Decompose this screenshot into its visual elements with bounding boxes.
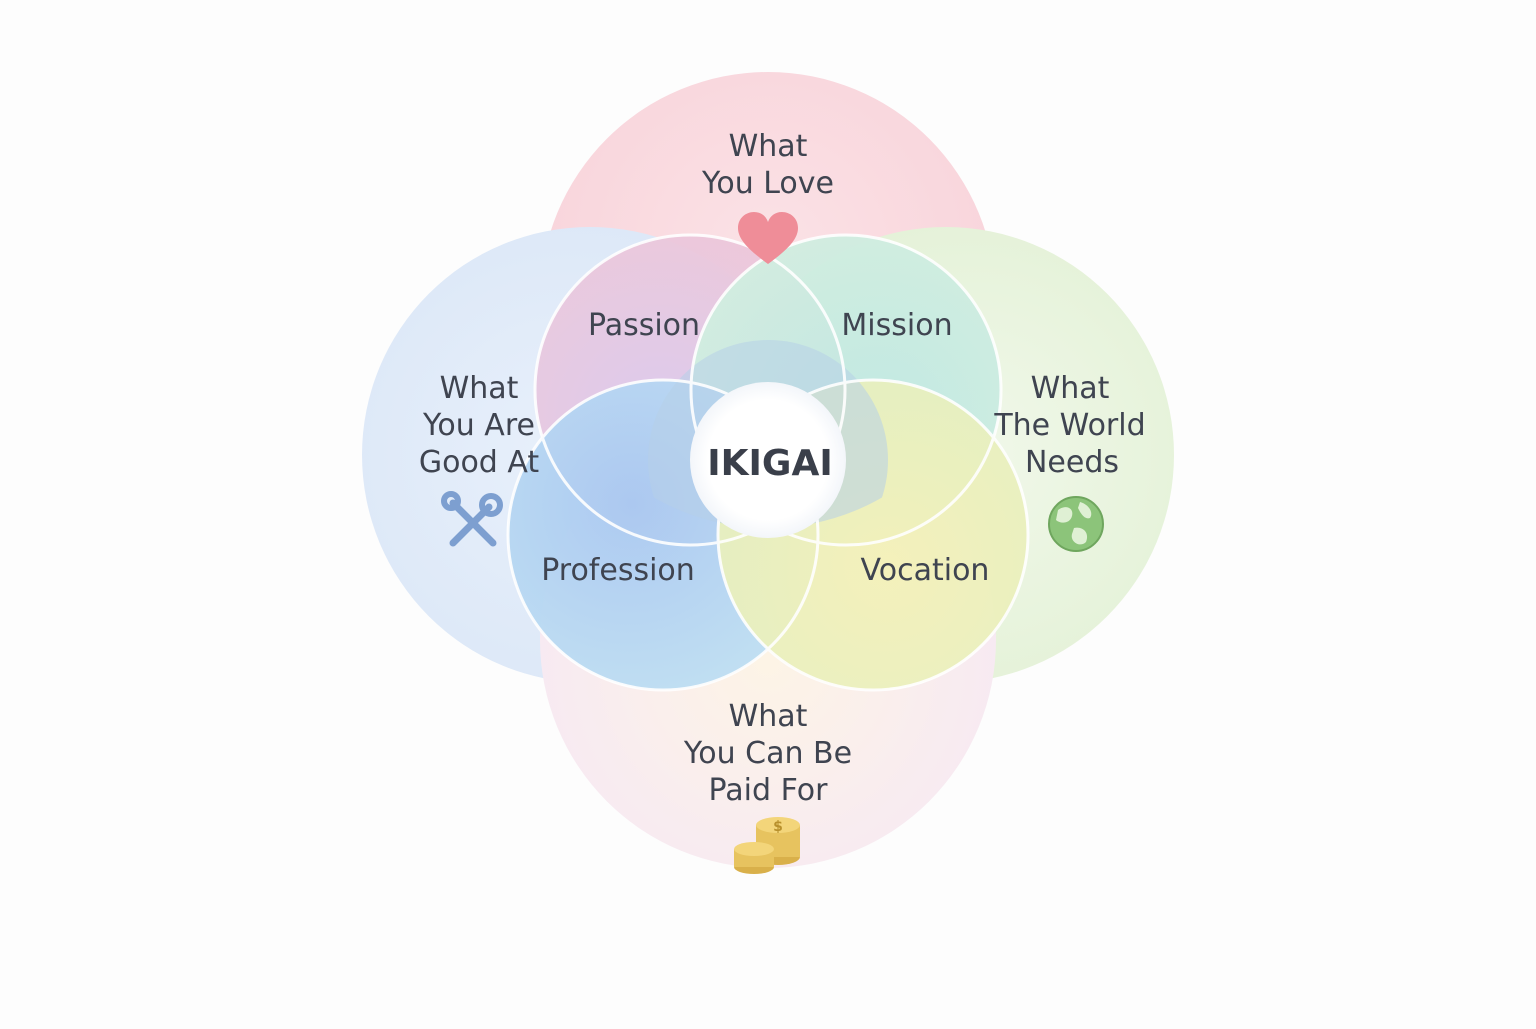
love-line-1: What bbox=[729, 129, 808, 164]
passion-label: Passion bbox=[588, 308, 700, 343]
ikigai-center: IKIGAI bbox=[690, 382, 846, 538]
world-line-2: The World bbox=[993, 408, 1145, 443]
love-line-2: You Love bbox=[701, 166, 834, 201]
label-what-you-can-be-paid-for: What You Can Be Paid For bbox=[683, 699, 852, 808]
coin-dollar-glyph: $ bbox=[773, 819, 783, 835]
good-line-3: Good At bbox=[419, 445, 540, 480]
globe-icon bbox=[1048, 496, 1104, 552]
label-what-the-world-needs: What The World Needs bbox=[993, 371, 1145, 480]
mission-label: Mission bbox=[841, 308, 952, 343]
ikigai-label: IKIGAI bbox=[707, 443, 833, 484]
tools-icon bbox=[441, 491, 503, 547]
paid-line-3: Paid For bbox=[709, 773, 829, 808]
label-what-you-love: What You Love bbox=[701, 129, 834, 201]
label-what-you-are-good-at: What You Are Good At bbox=[419, 371, 540, 480]
vocation-label: Vocation bbox=[861, 553, 990, 588]
paid-line-2: You Can Be bbox=[683, 736, 852, 771]
profession-label: Profession bbox=[541, 553, 695, 588]
world-line-1: What bbox=[1031, 371, 1110, 406]
coins-icon: $ bbox=[734, 817, 800, 874]
heart-icon bbox=[738, 212, 798, 264]
good-line-1: What bbox=[440, 371, 519, 406]
good-line-2: You Are bbox=[422, 408, 535, 443]
paid-line-1: What bbox=[729, 699, 808, 734]
world-line-3: Needs bbox=[1025, 445, 1119, 480]
